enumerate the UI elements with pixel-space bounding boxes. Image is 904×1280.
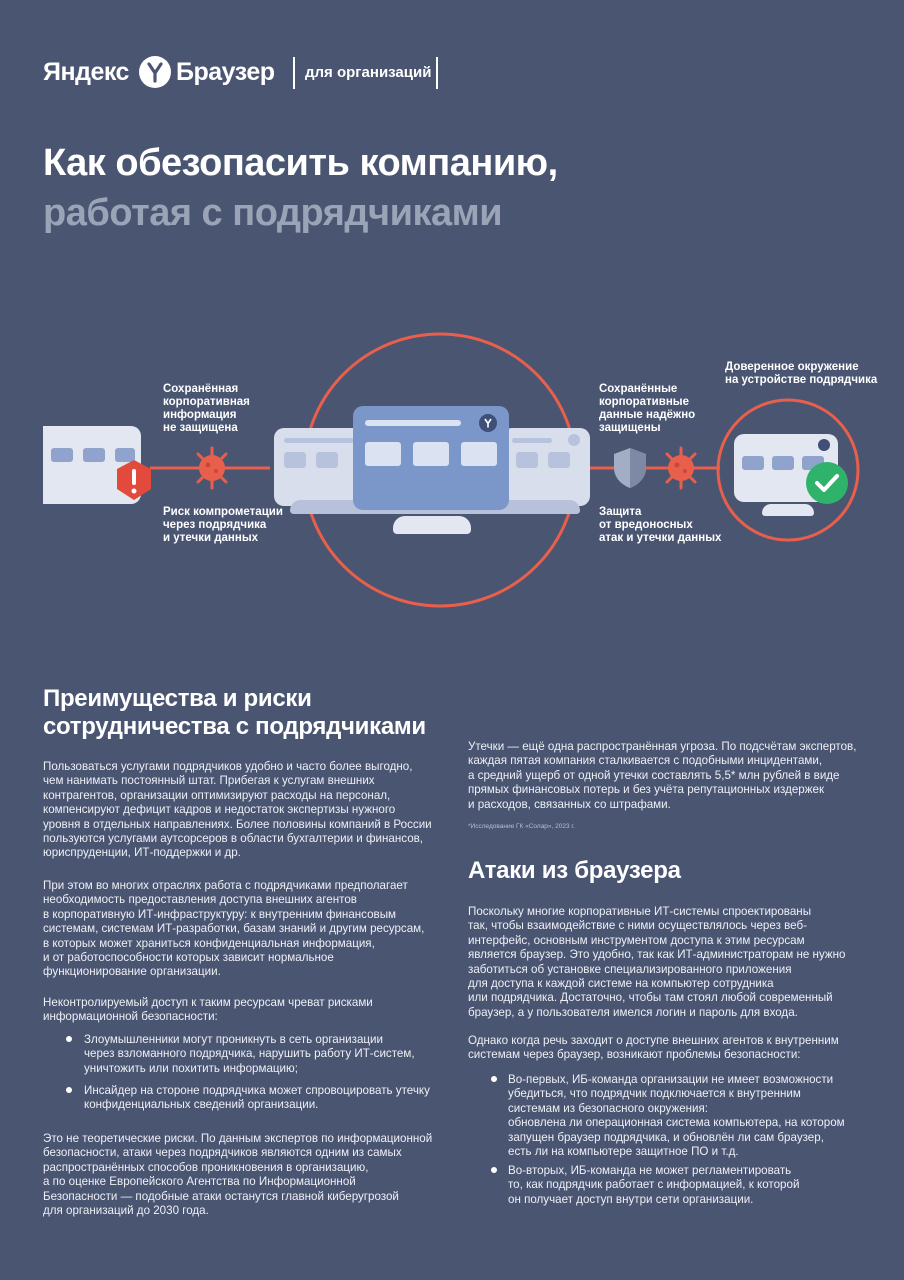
trusted-monitor-stand <box>762 504 814 516</box>
contractor-monitor-left <box>43 426 141 504</box>
paragraph-leaks: Утечки — ещё одна распространённая угроз… <box>468 740 857 811</box>
bullet-attackers: Злоумышленники могут проникнуть в сеть о… <box>84 1033 415 1075</box>
bullet-dot <box>66 1036 72 1042</box>
label-defense: Защита от вредоносных атак и утечки данн… <box>599 506 722 544</box>
bullet-first: Во-первых, ИБ-команда организации не име… <box>508 1073 845 1159</box>
bullet-dot <box>66 1087 72 1093</box>
warning-icon <box>114 458 154 507</box>
page-subtitle: работая с подрядчиками <box>43 192 503 234</box>
paragraph-threats: Это не теоретические риски. По данным эк… <box>43 1132 433 1218</box>
brand-org: для организаций <box>305 64 432 81</box>
bullet-dot <box>491 1167 497 1173</box>
paragraph-benefits: Пользоваться услугами подрядчиков удобно… <box>43 760 432 860</box>
paragraph-browser: Поскольку многие корпоративные ИТ-систем… <box>468 905 846 1019</box>
label-unprotected: Сохранённая корпоративная информация не … <box>163 383 250 434</box>
bullet-dot <box>491 1076 497 1082</box>
bullet-insider: Инсайдер на стороне подрядчика может спр… <box>84 1084 430 1112</box>
bullet-second: Во-вторых, ИБ-команда не может регламент… <box>508 1164 800 1206</box>
label-risk: Риск компрометации через подрядчика и ут… <box>163 506 283 544</box>
section-heading-browser-attacks: Атаки из браузера <box>468 857 681 884</box>
section-heading-benefits: Преимущества и риски сотрудничества с по… <box>43 685 426 740</box>
label-trusted: Доверенное окружение на устройстве подря… <box>725 361 878 386</box>
brand-browser: Браузер <box>176 58 275 86</box>
security-diagram <box>0 330 904 620</box>
shield-icon <box>612 446 648 495</box>
check-badge-icon <box>804 460 850 511</box>
browser-window-back-right <box>502 428 590 506</box>
label-protected: Сохранённые корпоративные данные надёжно… <box>599 383 696 434</box>
virus-icon <box>188 444 236 497</box>
yandex-badge-icon <box>479 414 497 432</box>
yandex-badge-icon-small <box>818 439 830 451</box>
yandex-logo-icon <box>139 56 171 88</box>
browser-window-center <box>353 406 509 510</box>
monitor-stand-center <box>393 516 471 534</box>
page-title: Как обезопасить компанию, <box>43 142 558 184</box>
paragraph-access: При этом во многих отраслях работа с под… <box>43 879 425 979</box>
brand-yandex: Яндекс <box>43 58 129 86</box>
paragraph-risks: Неконтролируемый доступ к таким ресурсам… <box>43 996 373 1024</box>
brand-divider-right <box>436 57 438 89</box>
footnote: *Исследование ГК «Солар», 2023 г. <box>468 823 575 830</box>
virus-icon-right <box>657 444 705 497</box>
paragraph-problems: Однако когда речь заходит о доступе внеш… <box>468 1034 839 1062</box>
brand-divider <box>293 57 295 89</box>
